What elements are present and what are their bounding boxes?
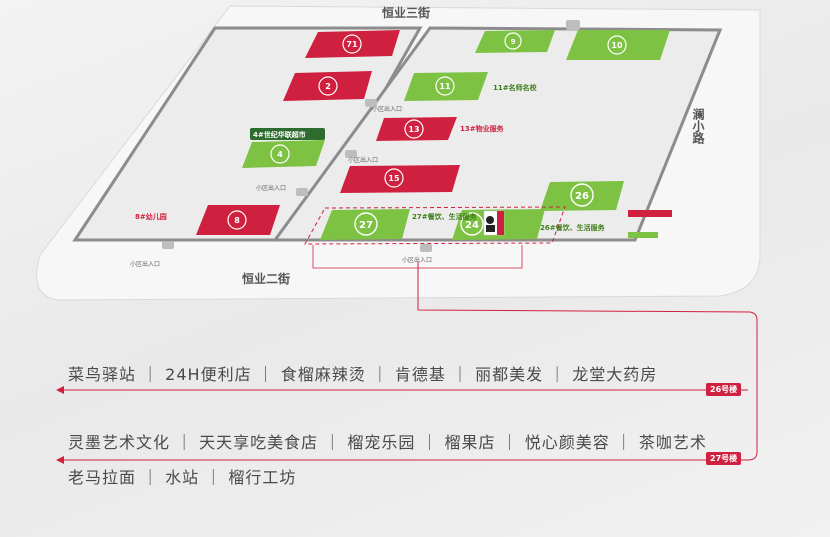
legend-green-block: [628, 232, 658, 238]
svg-text:9: 9: [511, 38, 516, 46]
street-top: 恒业三街: [382, 5, 430, 20]
svg-text:8: 8: [234, 216, 240, 225]
label-13: 13#物业服务: [460, 124, 505, 133]
legend-red-block: [628, 210, 672, 217]
building-11[interactable]: 11: [404, 72, 488, 101]
tag-26: 26号楼: [706, 383, 742, 396]
svg-text:10: 10: [611, 41, 623, 50]
building-13[interactable]: 13: [376, 117, 457, 141]
building-10[interactable]: 10: [566, 30, 670, 60]
site-map: 71 2 4 8 9 10 11 13 15: [36, 5, 761, 301]
label-bg-4: [250, 128, 325, 140]
street-right: 澜小路: [691, 108, 705, 145]
entrance-label-4: 小区出入口: [130, 260, 160, 268]
street-bottom: 恒业二街: [242, 271, 290, 286]
tag-27: 27号楼: [706, 452, 742, 465]
building-71[interactable]: 71: [305, 30, 400, 58]
building-2[interactable]: 2: [283, 71, 372, 101]
tenant-list-27-line1: 灵墨艺术文化 ｜ 天天享吃美食店 ｜ 榴宠乐园 ｜ 榴果店 ｜ 悦心颜美容 ｜ …: [68, 433, 707, 452]
tenant-list-27-line2: 老马拉面 ｜ 水站 ｜ 榴行工坊: [68, 468, 297, 487]
svg-text:71: 71: [346, 40, 358, 49]
svg-text:15: 15: [388, 174, 400, 183]
svg-text:4: 4: [277, 150, 283, 159]
svg-text:2: 2: [325, 82, 331, 91]
highlight-27-26: [304, 206, 566, 245]
building-15[interactable]: 15: [340, 165, 460, 193]
svg-text:13: 13: [408, 125, 419, 134]
svg-text:24: 24: [465, 220, 479, 231]
entrance-label-2: 小区出入口: [348, 156, 378, 164]
label-27: 27#餐饮、生活服务: [412, 212, 478, 221]
label-4: 4#世纪华联超市: [253, 130, 306, 139]
building-27[interactable]: 27: [320, 209, 410, 240]
entrance-label-5: 小区出入口: [402, 256, 432, 264]
gate-markers: [162, 20, 580, 252]
svg-text:26: 26: [575, 191, 589, 202]
tenant-list-26: 菜鸟驿站 ｜ 24H便利店 ｜ 食榴麻辣烫 ｜ 肯德基 ｜ 丽都美发 ｜ 龙堂大…: [68, 365, 658, 384]
label-11: 11#名师名校: [493, 83, 538, 92]
entrance-label-3: 小区出入口: [256, 184, 286, 192]
building-26[interactable]: 26: [540, 181, 624, 211]
label-26: 26#餐饮、生活服务: [540, 223, 606, 232]
building-8[interactable]: 8: [196, 205, 280, 235]
building-9[interactable]: 9: [475, 30, 555, 53]
svg-text:27: 27: [359, 220, 373, 231]
label-8: 8#幼儿园: [135, 212, 167, 221]
svg-text:11: 11: [439, 82, 451, 91]
kfc-logo-icon: [483, 210, 505, 236]
entrance-label-1: 小区出入口: [372, 105, 402, 113]
building-4[interactable]: 4: [242, 140, 325, 168]
